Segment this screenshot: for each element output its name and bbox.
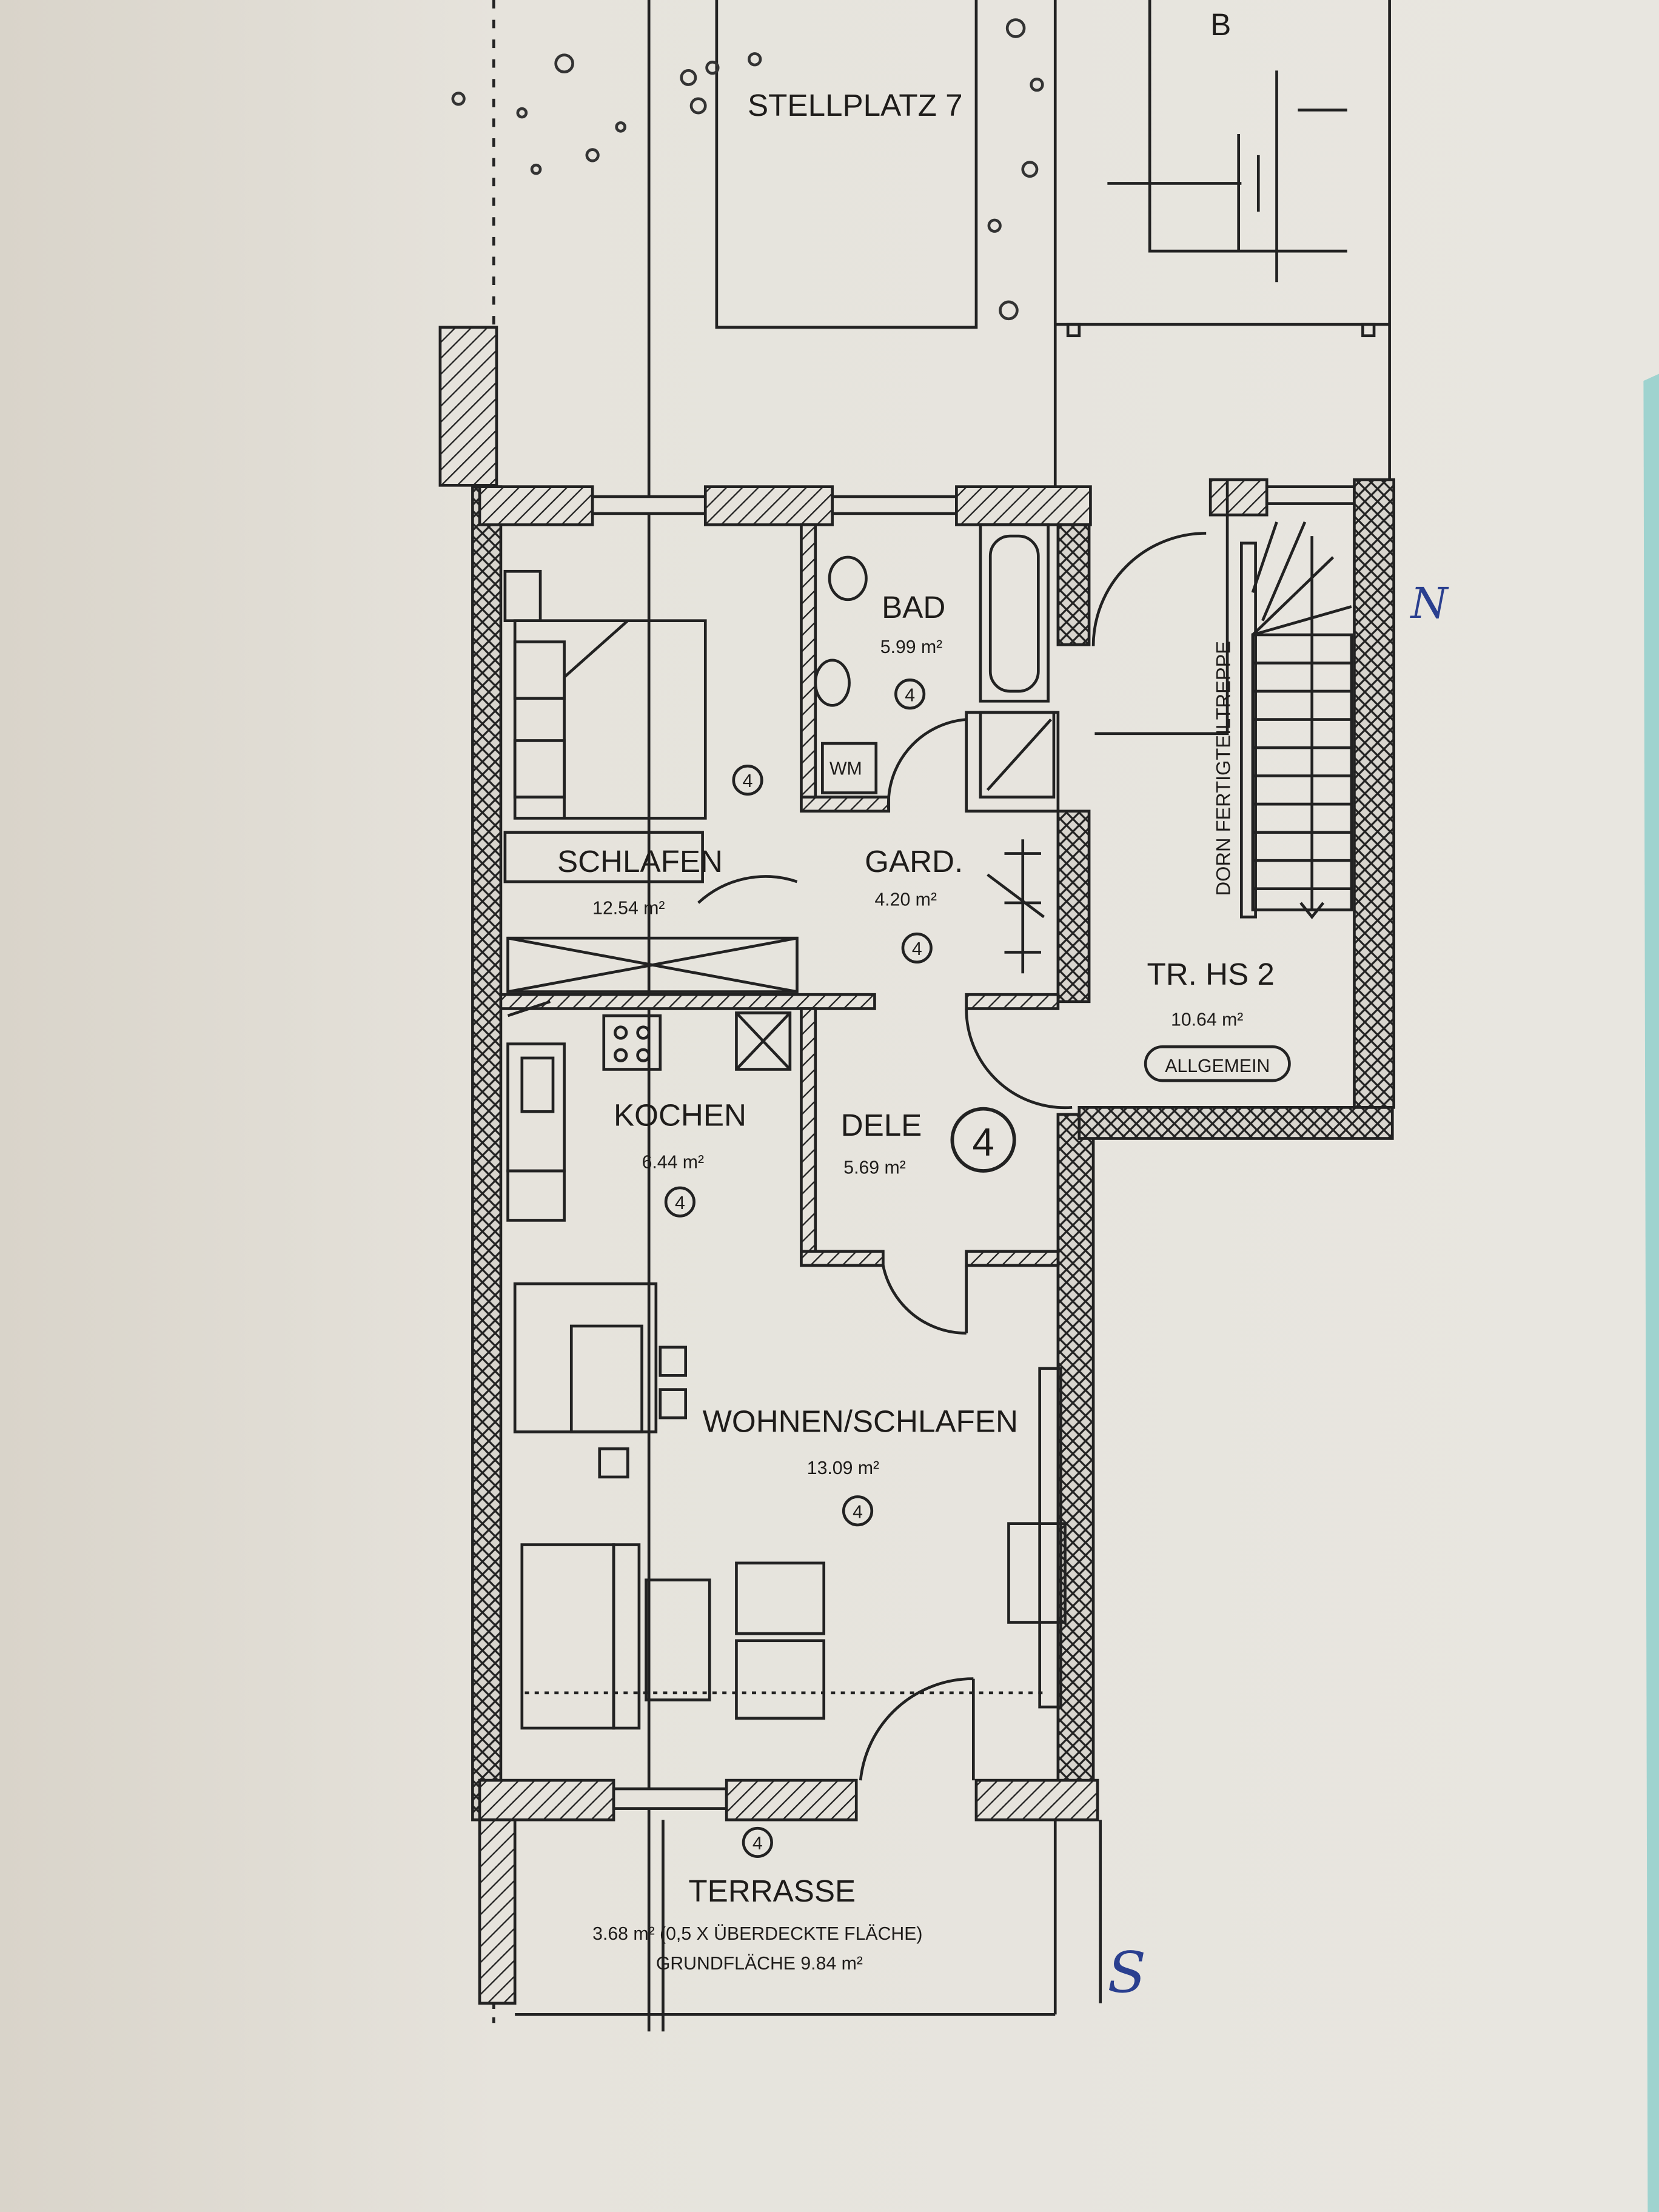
walls: [438, 326, 1395, 2005]
parking-label: STELLPLATZ 7: [748, 88, 963, 122]
room-name: KOCHEN: [614, 1098, 746, 1133]
door-swings: [697, 532, 1207, 1781]
unit-number: 4: [675, 1193, 685, 1213]
room-area: 12.54 m²: [592, 899, 665, 919]
room-gard: GARD. 4.20 m² 4: [865, 844, 963, 964]
common-area-tag: ALLGEMEIN: [1165, 1056, 1270, 1076]
neighbor-marker: B: [1210, 7, 1231, 42]
room-wohnen: WOHNEN/SCHLAFEN 13.09 m² 4: [703, 1404, 1018, 1527]
north-mark: N: [1410, 579, 1450, 628]
room-treppenhaus: DORN FERTIGTEILTREPPE TR. HS 2 10.64 m² …: [1144, 641, 1291, 1082]
unit-number: 4: [905, 685, 915, 705]
room-name: TR. HS 2: [1147, 957, 1274, 991]
room-name: SCHLAFEN: [557, 844, 723, 879]
room-area: 13.09 m²: [807, 1458, 879, 1478]
neighbor-plan: [1066, 0, 1376, 338]
room-area: 3.68 m² (0,5 X ÜBERDECKTE FLÄCHE): [592, 1924, 922, 1944]
unit-number: 4: [743, 771, 753, 791]
room-schlafen: 4 SCHLAFEN 12.54 m²: [557, 764, 763, 919]
base-area: GRUNDFLÄCHE 9.84 m²: [656, 1954, 863, 1974]
room-name: BAD: [882, 590, 945, 625]
room-dele: DELE 5.69 m² 4: [841, 1107, 1016, 1178]
apartment-number: 4: [972, 1119, 994, 1164]
room-area: 5.99 m²: [880, 637, 943, 657]
vegetation-symbols: [451, 18, 1044, 321]
unit-number: 4: [752, 1834, 763, 1854]
furniture: [503, 480, 1229, 1730]
staircase: [1240, 521, 1353, 919]
room-name: GARD.: [865, 844, 963, 879]
handwritten-compass: N S: [1107, 579, 1449, 2005]
south-mark: S: [1107, 1940, 1146, 2005]
room-kochen: KOCHEN 6.44 m² 4: [614, 1098, 746, 1218]
table-edge: [1643, 374, 1659, 2212]
unit-number: 4: [912, 939, 922, 959]
room-terrasse: 4 TERRASSE 3.68 m² (0,5 X ÜBERDECKTE FLÄ…: [592, 1826, 923, 1974]
stair-label: DORN FERTIGTEILTREPPE: [1213, 641, 1235, 896]
room-name: DELE: [841, 1108, 922, 1142]
room-area: 10.64 m²: [1171, 1010, 1243, 1030]
washing-machine-label: WM: [830, 759, 862, 779]
room-area: 4.20 m²: [874, 890, 937, 910]
room-area: 6.44 m²: [642, 1152, 705, 1172]
room-name: TERRASSE: [688, 1874, 856, 1908]
room-name: WOHNEN/SCHLAFEN: [703, 1404, 1018, 1438]
unit-number: 4: [853, 1502, 863, 1522]
room-bad: BAD 5.99 m² 4 WM: [830, 590, 945, 779]
room-area: 5.69 m²: [843, 1158, 905, 1178]
room-labels: BAD 5.99 m² 4 WM 4 SCHLAFEN 12.54 m² GAR…: [557, 590, 1291, 1974]
parking-space: STELLPLATZ 7 B: [451, 0, 1376, 338]
